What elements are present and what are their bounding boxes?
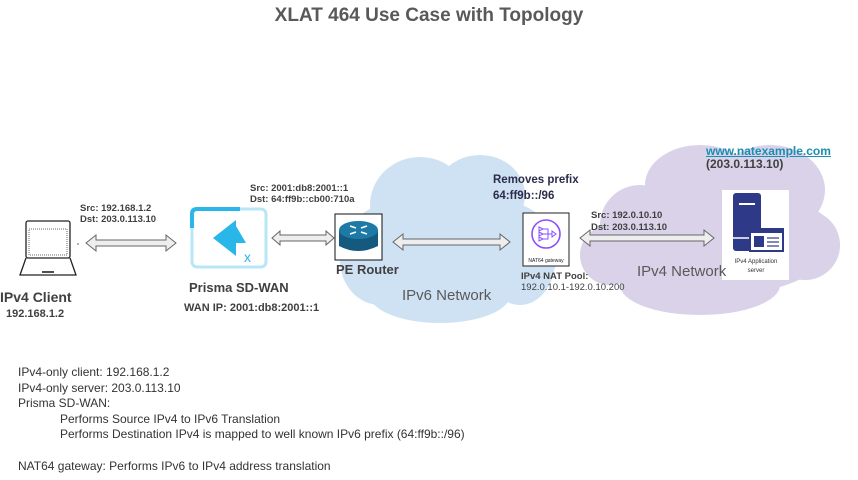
dot-marker xyxy=(77,243,79,245)
ipv4-network-label: IPv4 Network xyxy=(637,263,727,280)
nat64-note-line2: 64:ff9b::/96 xyxy=(493,190,555,202)
note-line: IPv4-only client: 192.168.1.2 xyxy=(18,365,170,379)
nat-link-src: Src: 192.0.10.10 xyxy=(591,210,663,221)
note-line: Performs Source IPv4 to IPv6 Translation xyxy=(60,411,281,426)
nat64-pool-label: IPv4 NAT Pool: xyxy=(521,271,589,282)
svg-text:x: x xyxy=(244,249,251,265)
nat64-note-line1: Removes prefix xyxy=(493,174,579,186)
link-arrow-nat-server xyxy=(579,228,715,248)
ipv6-network-cloud xyxy=(340,155,560,323)
diagram-title: XLAT 464 Use Case with Topology xyxy=(274,5,584,26)
server-icon-label-line1: IPv4 Application xyxy=(735,259,778,265)
note-line: IPv4-only server: 203.0.113.10 xyxy=(18,380,181,395)
server-icon-label-line2: server xyxy=(748,268,765,274)
note-line: Performs Destination IPv4 is mapped to w… xyxy=(60,427,465,441)
note-line: Prisma SD-WAN: xyxy=(18,396,111,410)
note-line: NAT64 gateway: Performs IPv6 to IPv4 add… xyxy=(18,458,331,473)
sdwan-name: Prisma SD-WAN xyxy=(189,280,289,295)
laptop-icon xyxy=(19,220,77,276)
server-ip: (203.0.113.10) xyxy=(706,157,784,171)
pe-router-name: PE Router xyxy=(336,262,399,277)
router-icon xyxy=(334,213,383,261)
server-url-link[interactable]: www.natexample.com xyxy=(706,144,831,158)
link-arrow-sdwan-router xyxy=(271,229,335,247)
client-name: IPv4 Client xyxy=(0,289,72,305)
client-link-dst: Dst: 203.0.113.10 xyxy=(80,214,157,225)
notes-block: IPv4-only client: 192.168.1.2 IPv4-only … xyxy=(18,365,465,474)
nat64-gateway-icon: NAT64 gateway xyxy=(522,212,570,267)
ipv6-network-label: IPv6 Network xyxy=(402,287,492,304)
sdwan-wan-ip: WAN IP: 2001:db8:2001::1 xyxy=(184,302,320,314)
nat-link-dst: Dst: 203.0.113.10 xyxy=(591,222,668,233)
sdwan-link-src: Src: 2001:db8:2001::1 xyxy=(250,183,349,194)
link-arrow-router-nat xyxy=(392,232,511,252)
nat64-pool-range: 192.0.10.1-192.0.10.200 xyxy=(521,282,625,293)
sdwan-link-dst: Dst: 64:ff9b::cb00:710a xyxy=(250,194,355,205)
prisma-sdwan-icon: x xyxy=(190,207,268,269)
client-link-src: Src: 192.168.1.2 xyxy=(80,203,152,214)
link-arrow-client-sdwan xyxy=(85,233,177,253)
client-ip: 192.168.1.2 xyxy=(6,308,65,320)
nat64-icon-label: NAT64 gateway xyxy=(528,258,564,264)
application-server-icon: IPv4 Application server xyxy=(722,190,789,280)
